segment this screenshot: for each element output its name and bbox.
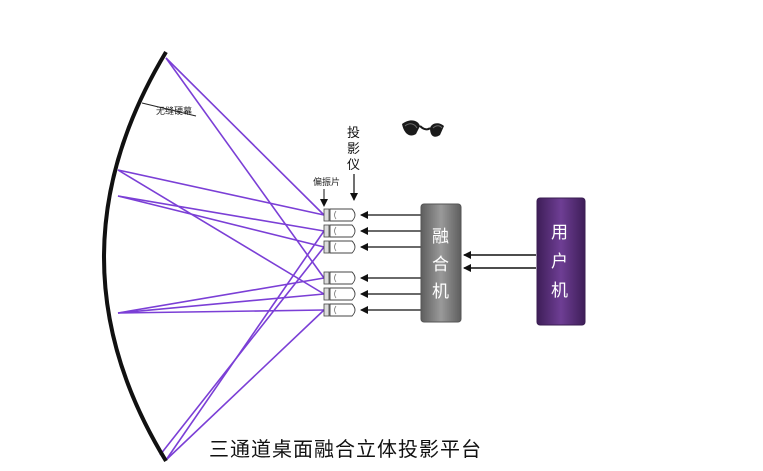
polarizer-plate [323,224,330,238]
projector-body [329,287,356,301]
projector-lens [334,242,337,252]
polarizer-plate [323,240,330,254]
projector-stack [323,208,356,317]
projection-beam [165,230,325,461]
projector-lens [334,289,337,299]
projector-body [329,303,356,317]
projector-unit [323,224,356,238]
projector-lens [334,273,337,283]
projection-beam [117,277,325,314]
projection-beams [117,57,325,461]
projection-beam [165,309,325,461]
fusion-to-projector-arrows [360,211,421,314]
seamless-curved-screen [102,50,168,463]
user-box-label-3: 机 [551,281,568,301]
polarizer-plate [323,303,330,317]
projector-label-1: 投 [347,125,360,141]
polarizer-label: 偏振片 [313,176,340,188]
projection-beam [117,195,325,232]
projector-label-3: 仪 [347,158,360,173]
3d-glasses-icon [402,120,444,137]
projector-unit [323,303,356,317]
projector-unit [323,287,356,301]
projector-unit [323,271,356,285]
screen-leader-line [141,102,197,117]
user-box-label-1: 用 [551,223,568,243]
projector-lens [334,305,337,315]
user-box-label-2: 户 [551,252,568,272]
projector-body [329,208,356,222]
projector-body [329,240,356,254]
projector-lens [334,210,337,220]
polarizer-plate [323,271,330,285]
fusion-box: 融 合 机 [420,203,462,323]
projection-beam [117,169,325,295]
fusion-box-label-1: 融 [432,227,449,247]
screen-label: 无缝硬幕 [156,105,192,117]
projector-unit [323,240,356,254]
projection-beam [165,57,325,216]
projection-beam [117,293,325,314]
polarizer-plate [323,208,330,222]
diagram-caption: 三通道桌面融合立体投影平台 [209,437,482,461]
projection-beam [117,169,325,216]
polarizer-plate [323,287,330,301]
projection-beam [165,57,325,279]
projector-lens [334,226,337,236]
projector-label-2: 影 [347,142,360,157]
projection-beam [159,246,325,456]
projection-beam [117,195,325,248]
projector-unit [323,208,356,222]
projector-body [329,271,356,285]
fusion-box-label-3: 机 [432,282,449,302]
user-box: 用 户 机 [536,197,586,326]
fusion-box-label-2: 合 [432,255,449,275]
projector-body [329,224,356,238]
projection-beam [117,309,325,314]
